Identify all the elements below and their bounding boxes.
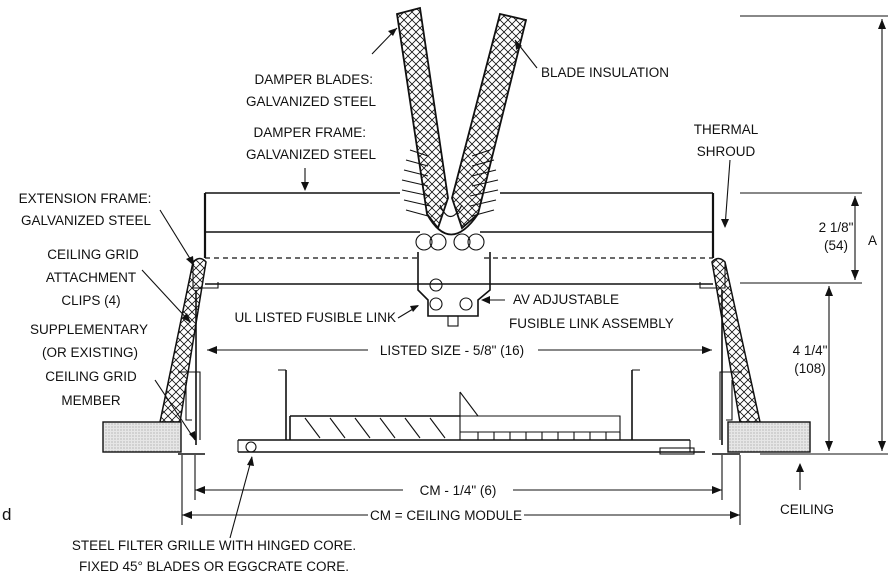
label-edge-char: d [2,505,11,524]
label-damper-frame-2: GALVANIZED STEEL [246,147,377,162]
label-damper-frame-1: DAMPER FRAME: [253,125,366,140]
label-blade-insulation: BLADE INSULATION [541,65,669,80]
ceiling-grid-clips [178,290,742,445]
label-ul-link: UL LISTED FUSIBLE LINK [234,310,396,325]
fusible-link-assembly [417,252,491,327]
label-grid-clips-2: ATTACHMENT [46,270,136,285]
label-dim-414-in: 4 1/4" [793,343,828,358]
label-cm-module: CM = CEILING MODULE [370,508,522,523]
label-av-link-2: FUSIBLE LINK ASSEMBLY [509,316,674,331]
label-supplementary-4: MEMBER [61,393,121,408]
label-damper-blades-2: GALVANIZED STEEL [246,94,377,109]
cm-module-label-bg [368,505,524,523]
blade-insulation-coils [401,149,499,251]
label-filter-1: STEEL FILTER GRILLE WITH HINGED CORE. [72,538,356,553]
label-supplementary-1: SUPPLEMENTARY [30,322,148,337]
damper-frame [192,192,726,289]
listed-size-label-bg [368,340,538,358]
label-grid-clips-1: CEILING GRID [47,247,139,262]
label-ceiling: CEILING [780,502,834,517]
label-listed-size: LISTED SIZE - 5/8" (16) [380,343,524,358]
label-dim-a: A [868,233,877,248]
label-thermal-shroud-2: SHROUD [697,144,756,159]
label-av-link-1: AV ADJUSTABLE [513,292,619,307]
filter-grille [237,369,705,455]
label-extension-frame-2: GALVANIZED STEEL [21,213,152,228]
label-filter-2: FIXED 45° BLADES OR EGGCRATE CORE. [79,559,349,574]
label-dim-218-mm: (54) [824,238,848,253]
label-supplementary-2: (OR EXISTING) [42,345,138,360]
label-extension-frame-1: EXTENSION FRAME: [19,191,152,206]
label-supplementary-3: CEILING GRID [45,369,137,384]
label-cm-quarter: CM - 1/4" (6) [420,483,497,498]
labels: DAMPER BLADES: GALVANIZED STEEL BLADE IN… [2,65,877,574]
label-damper-blades-1: DAMPER BLADES: [254,72,373,87]
ceiling-tiles [102,421,811,455]
label-dim-414-mm: (108) [794,361,826,376]
label-grid-clips-3: CLIPS (4) [61,293,120,308]
label-dim-218-in: 2 1/8" [819,220,854,235]
thermal-shroud [159,257,761,423]
damper-blades [395,6,528,236]
cm-quarter-label-bg [403,480,513,498]
label-thermal-shroud-1: THERMAL [694,122,759,137]
leader-lines [141,27,804,539]
